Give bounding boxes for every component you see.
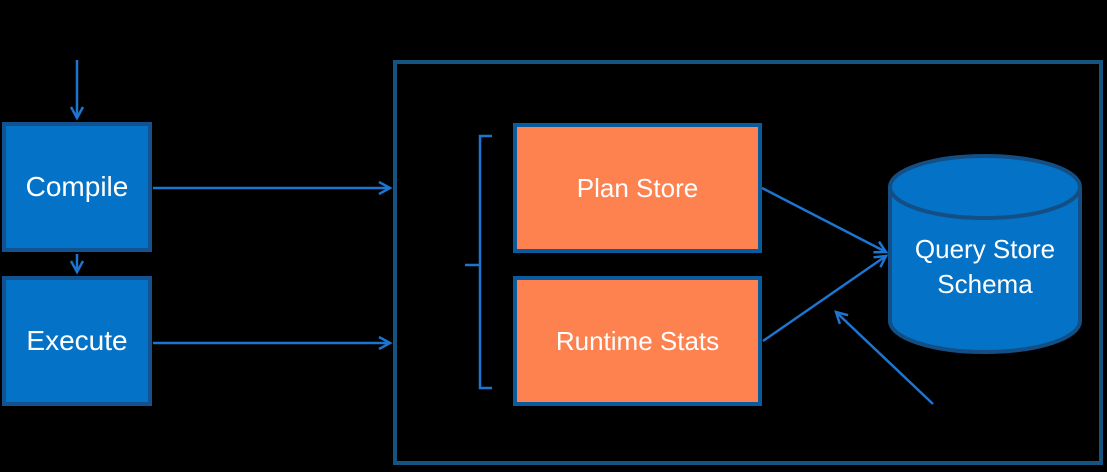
runtime-stats-to-schema-arrow — [762, 254, 889, 343]
query-store-container — [393, 60, 1103, 465]
runtime-stats-node: Runtime Stats — [513, 276, 762, 406]
database-cylinder-icon — [888, 154, 1082, 354]
execute-label: Execute — [26, 325, 128, 356]
plan-store-to-schema-arrow — [761, 186, 889, 254]
execute-node: Execute — [2, 276, 152, 406]
compile-label: Compile — [25, 171, 129, 202]
query-store-schema-label: Query Store Schema — [914, 234, 1056, 299]
unlabeled-arrow — [834, 310, 934, 405]
grouping-bracket — [465, 134, 492, 390]
plan-store-label: Plan Store — [576, 172, 699, 203]
runtime-stats-label: Runtime Stats — [555, 325, 720, 356]
compile-node: Compile — [2, 122, 152, 252]
plan-store-node: Plan Store — [513, 123, 762, 253]
